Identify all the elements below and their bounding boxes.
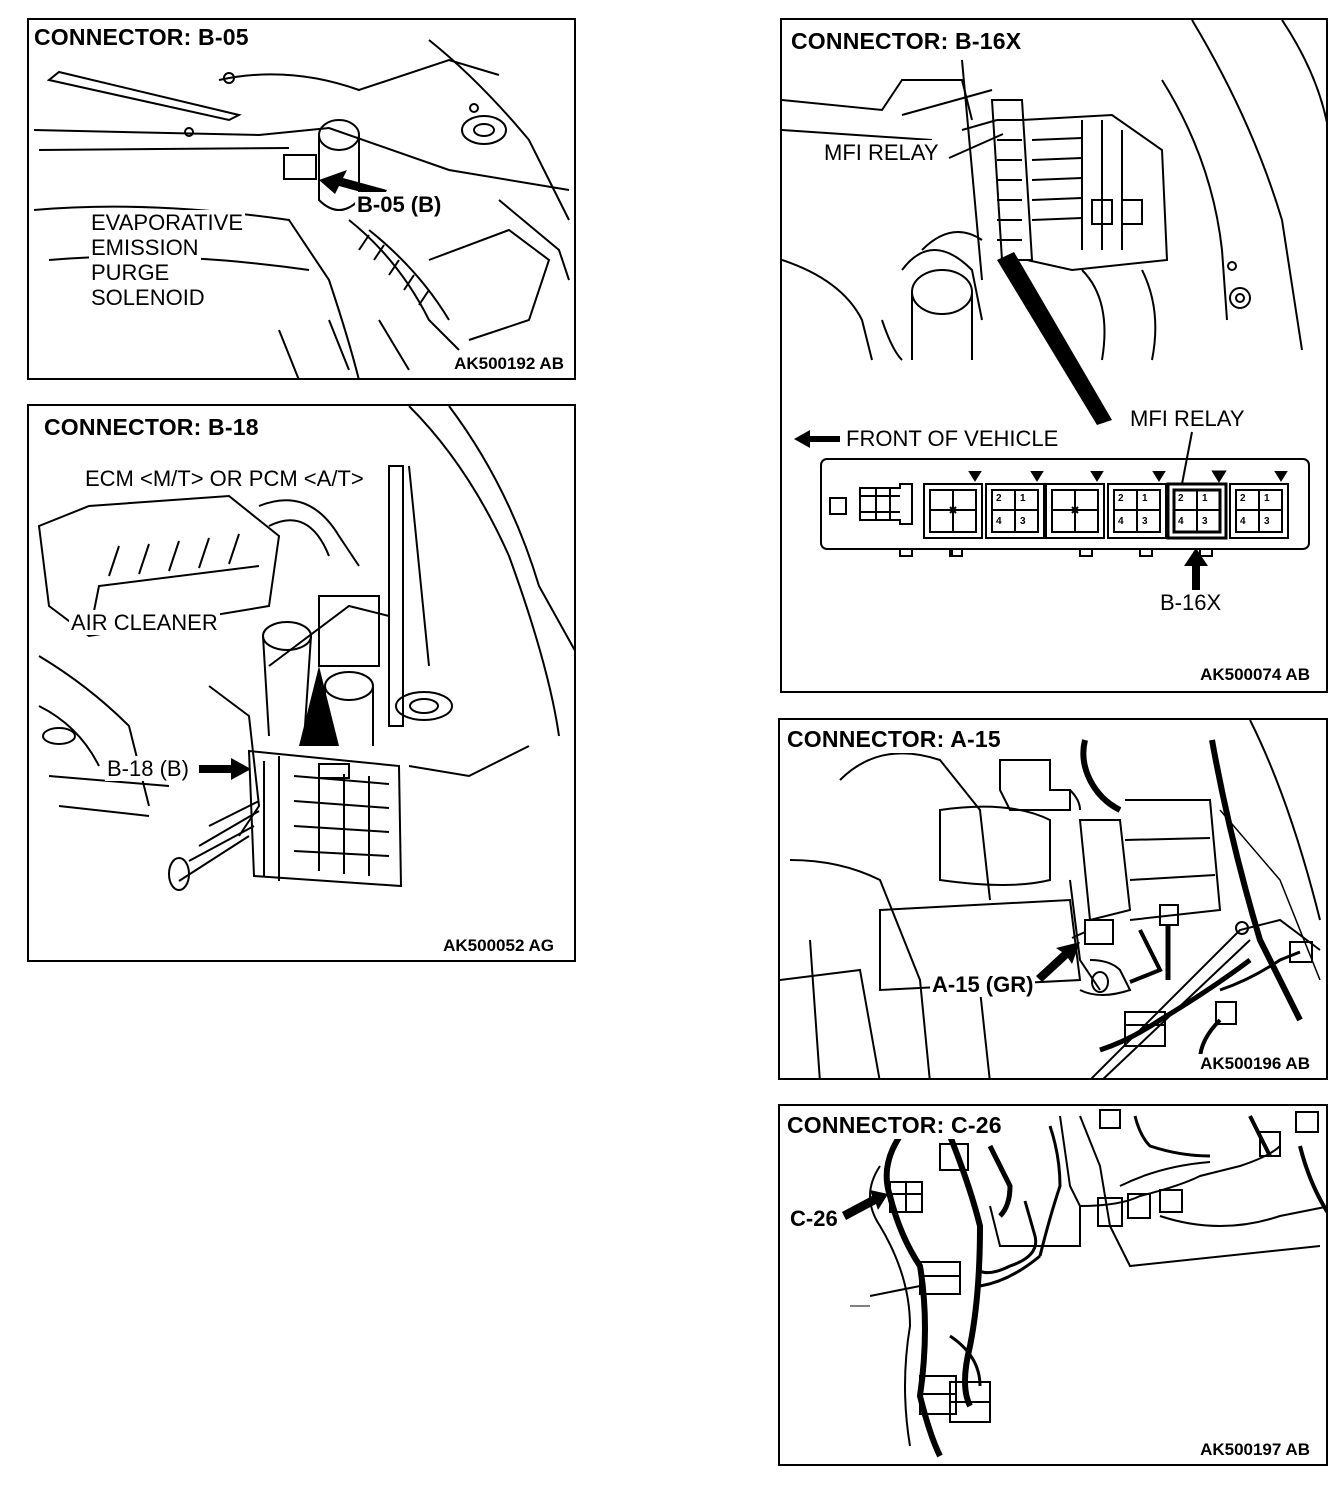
panel-title: CONNECTOR: A-15 (784, 726, 1004, 753)
b05-component-label: EVAPORATIVE EMISSION PURGE SOLENOID (89, 210, 246, 310)
panel-title: CONNECTOR: B-18 (41, 414, 262, 441)
b18-arrow-icon (199, 758, 251, 780)
a15-callout: A-15 (GR) (930, 972, 1036, 997)
pin-number: 1 (1020, 493, 1026, 504)
relay-socket-mfi (1166, 470, 1228, 540)
panel-c26: CONNECTOR: C-26 C-26 AK500197 AB (778, 1104, 1328, 1466)
b18-air-cleaner-label: AIR CLEANER (69, 610, 220, 635)
b16x-arrow-icon (1184, 548, 1208, 590)
panel-b05: CONNECTOR: B-05 B-05 (B) EVAPORATIVE EMI… (27, 18, 576, 380)
b18-callout: B-18 (B) (105, 756, 191, 781)
pin-number: 3 (1020, 516, 1026, 527)
b18-engine-illustration (37, 406, 574, 891)
pin-number: 4 (1178, 516, 1184, 527)
figure-code: AK500196 AB (1198, 1054, 1312, 1074)
component-line: SOLENOID (89, 285, 207, 310)
b16x-relay-top-label: MFI RELAY (822, 140, 941, 165)
relay-socket-pinned (1107, 471, 1167, 539)
figure-code: AK500074 AB (1198, 665, 1312, 685)
pin-number: 4 (996, 516, 1002, 527)
front-arrow-icon (794, 430, 840, 448)
pin-number: 1 (1142, 493, 1148, 504)
pin-number: 4 (1118, 516, 1124, 527)
figure-code: AK500197 AB (1198, 1440, 1312, 1460)
component-line: PURGE (89, 260, 172, 285)
a15-engine-illustration (780, 720, 1321, 1078)
component-line: EVAPORATIVE (89, 210, 246, 235)
panel-a15: CONNECTOR: A-15 A-15 (GR) AK500196 AB (778, 718, 1328, 1080)
pin-number: 2 (1178, 493, 1184, 504)
panel-title: CONNECTOR: B-16X (788, 28, 1025, 55)
pin-number: 2 (996, 493, 1002, 504)
pin-number: 3 (1264, 516, 1270, 527)
pin-number: 2 (1240, 493, 1246, 504)
b18-ecm-label: ECM <M/T> OR PCM <A/T> (83, 466, 366, 491)
figure-code: AK500052 AG (441, 936, 556, 956)
panel-title: CONNECTOR: B-05 (31, 24, 252, 51)
b16x-relay-bottom-label: MFI RELAY (1128, 406, 1247, 431)
b05-arrow-icon (319, 170, 387, 198)
pin-number: 3 (1202, 516, 1208, 527)
b16x-engine-illustration (782, 20, 1326, 425)
panel-b18: CONNECTOR: B-18 ECM <M/T> OR PCM <A/T> A… (27, 404, 576, 962)
c26-arrow-icon (842, 1190, 888, 1220)
relay-socket-blank (923, 471, 983, 539)
front-of-vehicle-label: FRONT OF VEHICLE (844, 426, 1061, 451)
pin-number: 1 (1264, 493, 1270, 504)
c26-illustration (850, 1109, 1326, 1458)
c26-callout: C-26 (788, 1206, 840, 1231)
relay-socket-pinned (985, 471, 1045, 539)
pin-number: 2 (1118, 493, 1124, 504)
panel-b16x: CONNECTOR: B-16X MFI RELAY MFI RELAY FRO… (780, 18, 1328, 693)
relay-box (820, 458, 1310, 557)
relay-socket-blank (1045, 471, 1105, 539)
figure-code: AK500192 AB (452, 354, 566, 374)
b05-callout: B-05 (B) (355, 192, 444, 217)
pin-number: 1 (1202, 493, 1208, 504)
relay-socket-pinned (1229, 471, 1289, 539)
panel-title: CONNECTOR: C-26 (784, 1112, 1005, 1139)
b05-engine-illustration (33, 39, 570, 378)
pin-number: 3 (1142, 516, 1148, 527)
leader-line (948, 133, 1004, 159)
pin-number: 4 (1240, 516, 1246, 527)
a15-arrow-icon (1036, 942, 1080, 982)
component-line: EMISSION (89, 235, 201, 260)
b16x-callout: B-16X (1158, 590, 1224, 615)
